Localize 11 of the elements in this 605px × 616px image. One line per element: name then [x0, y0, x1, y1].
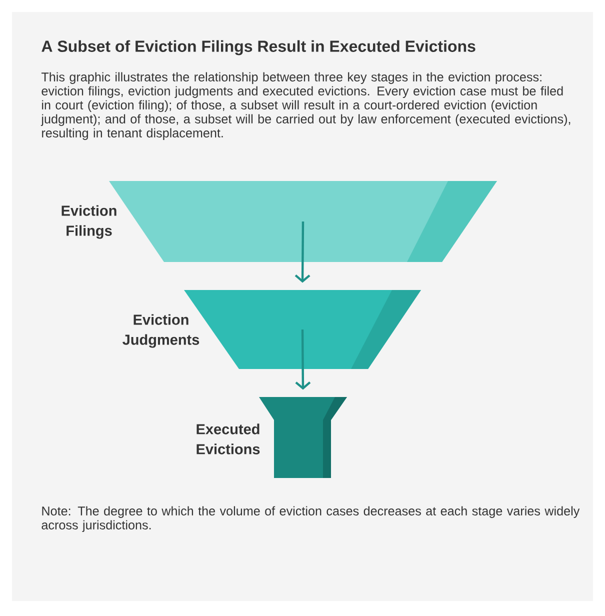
funnel-stage: Executed Evictions [196, 397, 347, 478]
description-text: This graphic illustrates the relationship between three key stages in the eviction process: eviction filings, eviction judgments and executed evictions. Every eviction case must be filed in court (eviction filing); of those, a subset will result in a court-ordered eviction (eviction judgment); and of those, a subset will be carried out by law enforcement (executed evictions), resulting in tenant displacement. [40, 72, 570, 140]
title: A Subset of Eviction Filings Result in Executed Evictions [42, 40, 476, 56]
note-text: Note: The degree to which the volume of eviction cases decreases at each stage varies widely across jurisdictions. [42, 506, 580, 532]
funnel-stage: Eviction Judgments [122, 290, 421, 369]
node-label: Eviction Filings [62, 205, 116, 239]
arrow [295, 330, 311, 390]
funnel-stage: Eviction Filings [62, 181, 497, 262]
node-label: Eviction Judgments [122, 314, 200, 348]
arrow [294, 222, 310, 283]
node-label: Executed Evictions [196, 424, 260, 454]
